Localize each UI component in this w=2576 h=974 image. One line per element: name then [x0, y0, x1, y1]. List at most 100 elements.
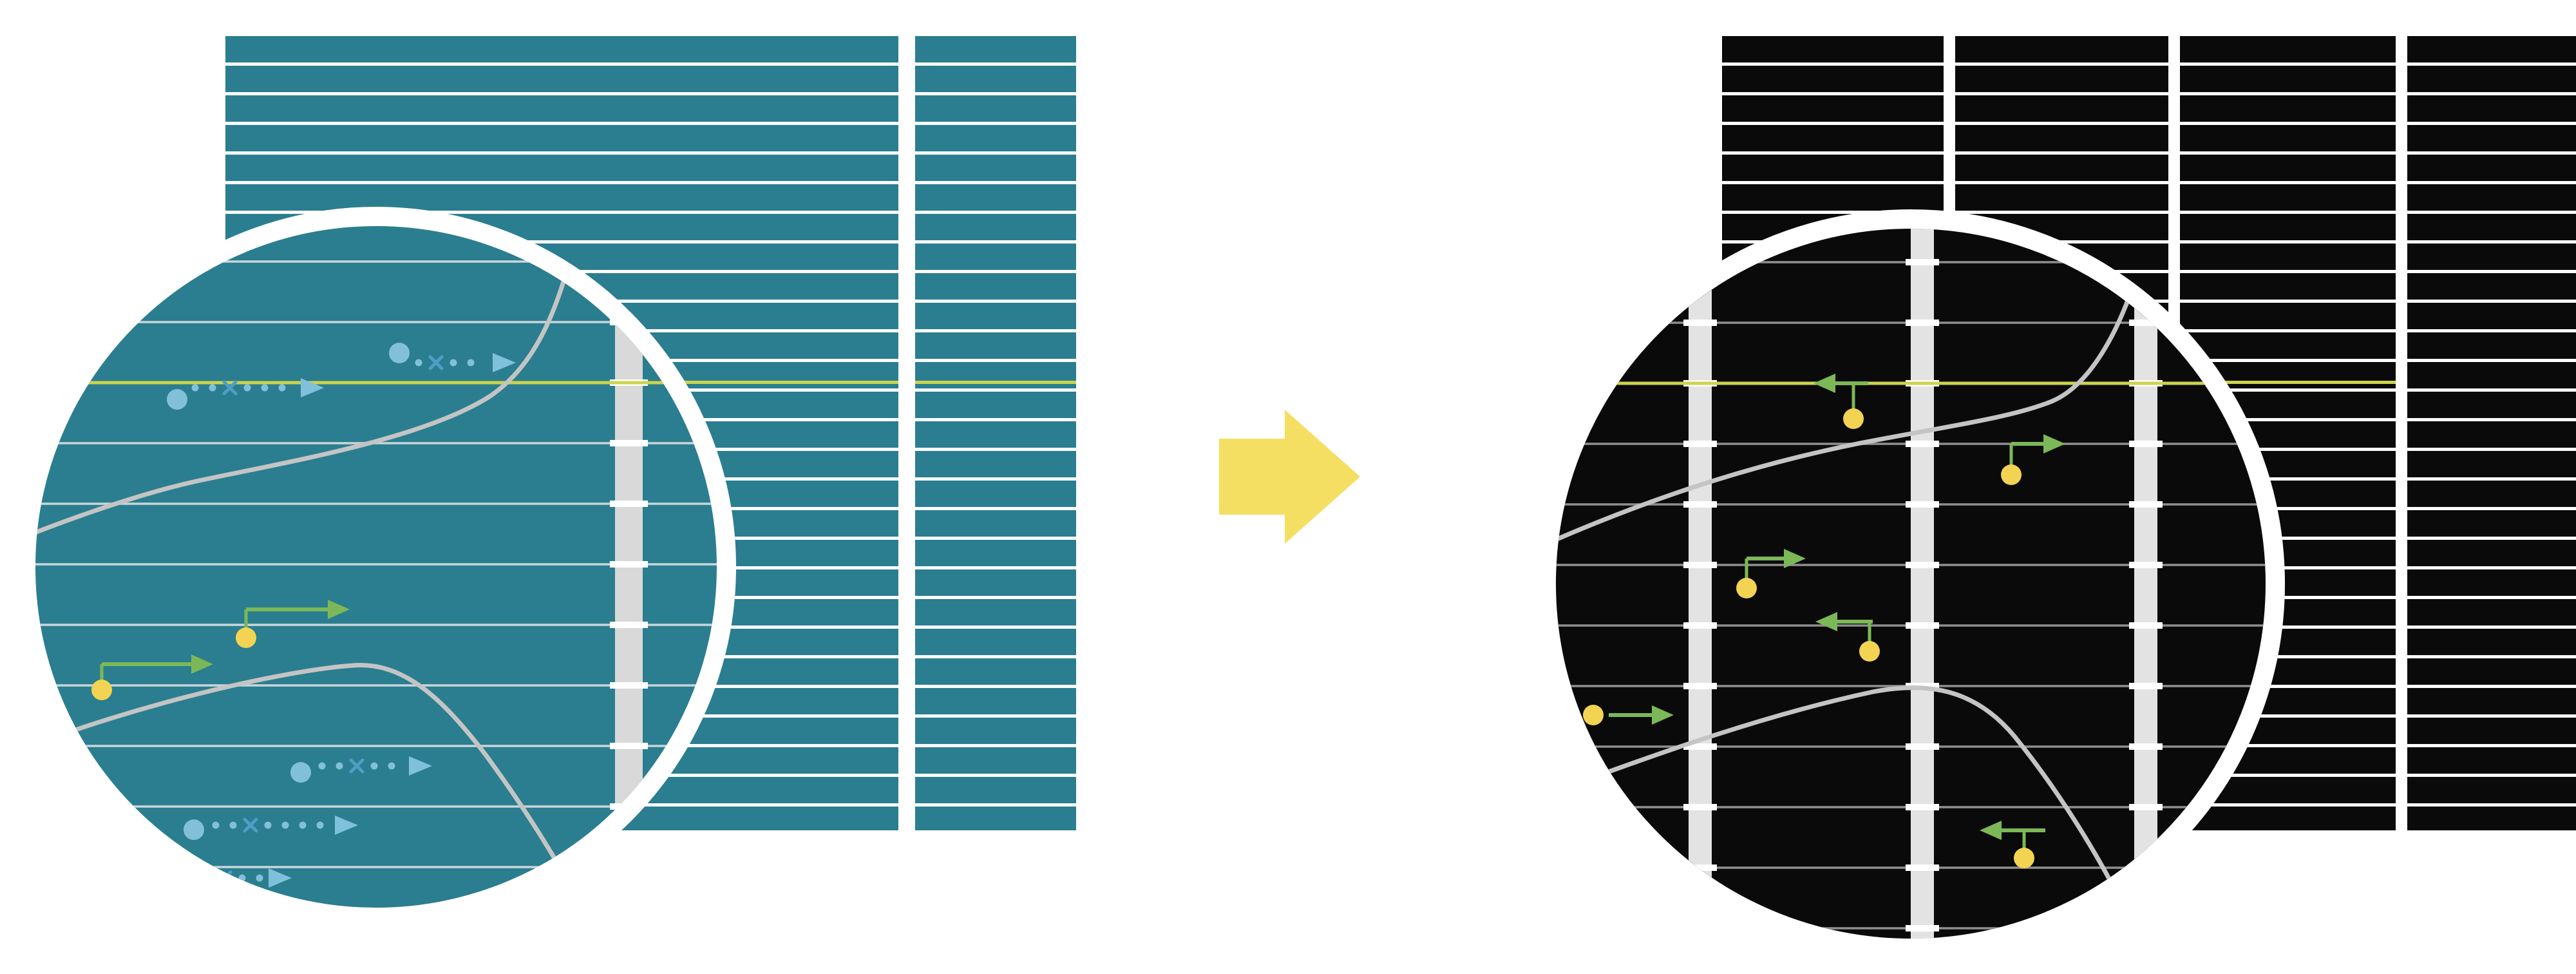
trail-dot — [450, 359, 457, 367]
grain-boundary-line — [1556, 249, 2146, 542]
trail-dot — [278, 384, 286, 392]
dislocation-core-dot — [1859, 641, 1880, 662]
trail-dot — [388, 762, 395, 770]
direction-arrowhead — [409, 756, 432, 776]
dislocation-core-dot — [1843, 408, 1864, 429]
dislocation-marker-mobile — [2001, 434, 2065, 485]
trail-dot — [204, 874, 211, 882]
busbar — [1689, 229, 1712, 939]
direction-arrowhead — [335, 816, 358, 835]
dislocation-core-dot — [1736, 578, 1757, 598]
dislocation-marker-mobile — [91, 654, 213, 700]
direction-arrowhead — [269, 868, 292, 888]
busbar-tick — [1683, 683, 1717, 689]
busbar-tick — [1683, 925, 1717, 931]
panel-after-column-4 — [2407, 36, 2576, 830]
busbar-tick — [1906, 925, 1939, 931]
pinning-cross — [222, 380, 238, 396]
trail-dot — [316, 821, 324, 829]
busbar-tick — [610, 682, 648, 689]
direction-arrowhead — [328, 600, 350, 619]
busbar-tick — [2129, 804, 2163, 810]
trail-dot — [256, 874, 263, 882]
busbar-tick — [610, 622, 648, 628]
trail-dot — [229, 821, 237, 829]
dislocation-core-dot — [167, 389, 187, 410]
direction-arrowhead — [301, 378, 324, 397]
busbar-tick — [610, 743, 648, 749]
trail-dot — [370, 762, 378, 770]
trail-dot — [299, 821, 307, 829]
dislocation-core-dot — [290, 762, 311, 783]
dislocation-core-dot — [236, 627, 256, 648]
busbar-tick — [2129, 925, 2163, 931]
busbar-tick — [610, 561, 648, 568]
trail-dot — [238, 874, 246, 882]
dislocation-core-dot — [184, 819, 204, 840]
busbar — [2134, 229, 2157, 939]
dislocation-core-dot — [1583, 705, 1604, 725]
grain-boundary-line — [35, 663, 585, 908]
busbar-tick — [1906, 259, 1939, 265]
dislocation-marker-pinned — [167, 378, 324, 410]
transform-arrow-icon — [1219, 410, 1360, 544]
busbar-tick — [1906, 441, 1939, 447]
direction-arrowhead — [1815, 612, 1837, 631]
direction-arrowhead — [1652, 705, 1674, 725]
dislocation-marker-pinned — [389, 343, 516, 372]
busbar-tick — [1906, 622, 1939, 629]
transform-arrow-shape — [1219, 410, 1360, 544]
trail-dot — [186, 874, 194, 882]
trail-dot — [191, 384, 199, 392]
dislocation-core-dot — [389, 343, 410, 363]
trail-dot — [243, 384, 251, 392]
dislocation-marker-pinned — [290, 756, 432, 783]
pinning-cross — [428, 355, 444, 370]
busbar-tick — [610, 440, 648, 446]
busbar-tick — [1683, 622, 1717, 629]
trail-dot — [281, 821, 289, 829]
busbar-tick — [610, 501, 648, 507]
busbar-tick — [1683, 743, 1717, 750]
busbar-tick — [610, 803, 648, 810]
busbar-tick — [1906, 804, 1939, 810]
trail-dot — [261, 384, 269, 392]
trail-dot — [415, 359, 422, 367]
magnifier-before-content — [35, 226, 717, 908]
busbar-tick — [1683, 259, 1717, 265]
busbar-tick — [1683, 804, 1717, 810]
busbar-tick — [1683, 320, 1717, 326]
trail-dot — [212, 821, 220, 829]
dislocation-core-dot — [2001, 464, 2022, 485]
busbar-tick — [2129, 501, 2163, 508]
direction-arrowhead — [1784, 549, 1806, 568]
trail-dot — [336, 762, 343, 770]
magnifier-after — [1537, 209, 2285, 958]
dislocation-marker-mobile — [1736, 549, 1806, 598]
busbar-tick — [2129, 743, 2163, 750]
dislocation-marker-mobile — [1814, 374, 1868, 429]
pinning-cross — [243, 817, 258, 833]
direction-arrowhead — [2043, 434, 2065, 454]
direction-arrowhead — [1980, 821, 2002, 840]
grain-boundary-line — [1556, 685, 2136, 930]
highlighted-finger-line-segment — [915, 381, 1076, 384]
highlighted-finger-line-segment — [2180, 381, 2396, 384]
dislocation-marker-mobile — [1815, 612, 1880, 662]
dislocation-marker-mobile — [1583, 705, 1674, 725]
busbar-tick — [1683, 501, 1717, 508]
direction-arrowhead — [191, 654, 213, 674]
busbar-tick — [1683, 562, 1717, 568]
busbar-tick — [2129, 622, 2163, 629]
dislocation-marker-mobile — [236, 600, 350, 648]
dislocation-core-dot — [91, 680, 112, 700]
trail-dot — [467, 359, 475, 367]
grain-boundary-line — [35, 226, 582, 535]
busbar-tick — [1906, 743, 1939, 750]
panel-before-edge-column — [915, 36, 1076, 830]
dislocation-core-dot — [2014, 848, 2034, 868]
dislocation-marker-mobile — [1980, 821, 2045, 868]
pinning-cross — [349, 758, 365, 774]
trail-dot — [264, 821, 272, 829]
